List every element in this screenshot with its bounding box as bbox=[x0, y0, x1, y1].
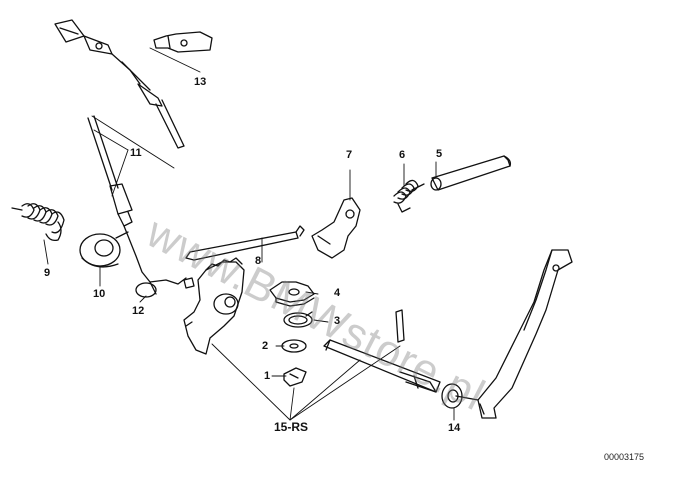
leader-lines bbox=[43, 47, 455, 421]
detent-plate bbox=[269, 281, 315, 307]
callout-12: 12 bbox=[132, 305, 145, 317]
pushrod bbox=[185, 225, 305, 261]
callout-9: 9 bbox=[44, 267, 51, 279]
part-number: 00003175 bbox=[604, 452, 645, 462]
cable-end-clevis bbox=[54, 19, 213, 149]
shaft bbox=[323, 309, 441, 393]
callout-11: 11 bbox=[130, 147, 142, 159]
clip bbox=[283, 367, 307, 387]
washer bbox=[281, 339, 307, 353]
callout-14: 14 bbox=[448, 422, 461, 434]
callout-1: 1 bbox=[264, 370, 271, 382]
pin bbox=[430, 155, 512, 191]
callout-3: 3 bbox=[334, 315, 341, 327]
small-spring bbox=[393, 179, 425, 213]
circlip bbox=[283, 311, 313, 328]
sector-plate bbox=[183, 257, 245, 355]
cable-sheath bbox=[87, 115, 195, 298]
callout-7: 7 bbox=[346, 149, 353, 161]
callout-15-rs: 15-RS bbox=[274, 420, 309, 434]
callout-8: 8 bbox=[255, 255, 262, 267]
roller-bushing bbox=[79, 231, 129, 268]
callout-10: 10 bbox=[93, 288, 106, 300]
mounting-bracket bbox=[455, 249, 573, 419]
lever bbox=[311, 197, 361, 259]
callout-2: 2 bbox=[262, 340, 269, 352]
callout-6: 6 bbox=[399, 149, 406, 161]
callout-4: 4 bbox=[334, 287, 341, 299]
coil-spring bbox=[11, 203, 65, 242]
callout-13: 13 bbox=[194, 76, 207, 88]
callout-5: 5 bbox=[436, 148, 443, 160]
